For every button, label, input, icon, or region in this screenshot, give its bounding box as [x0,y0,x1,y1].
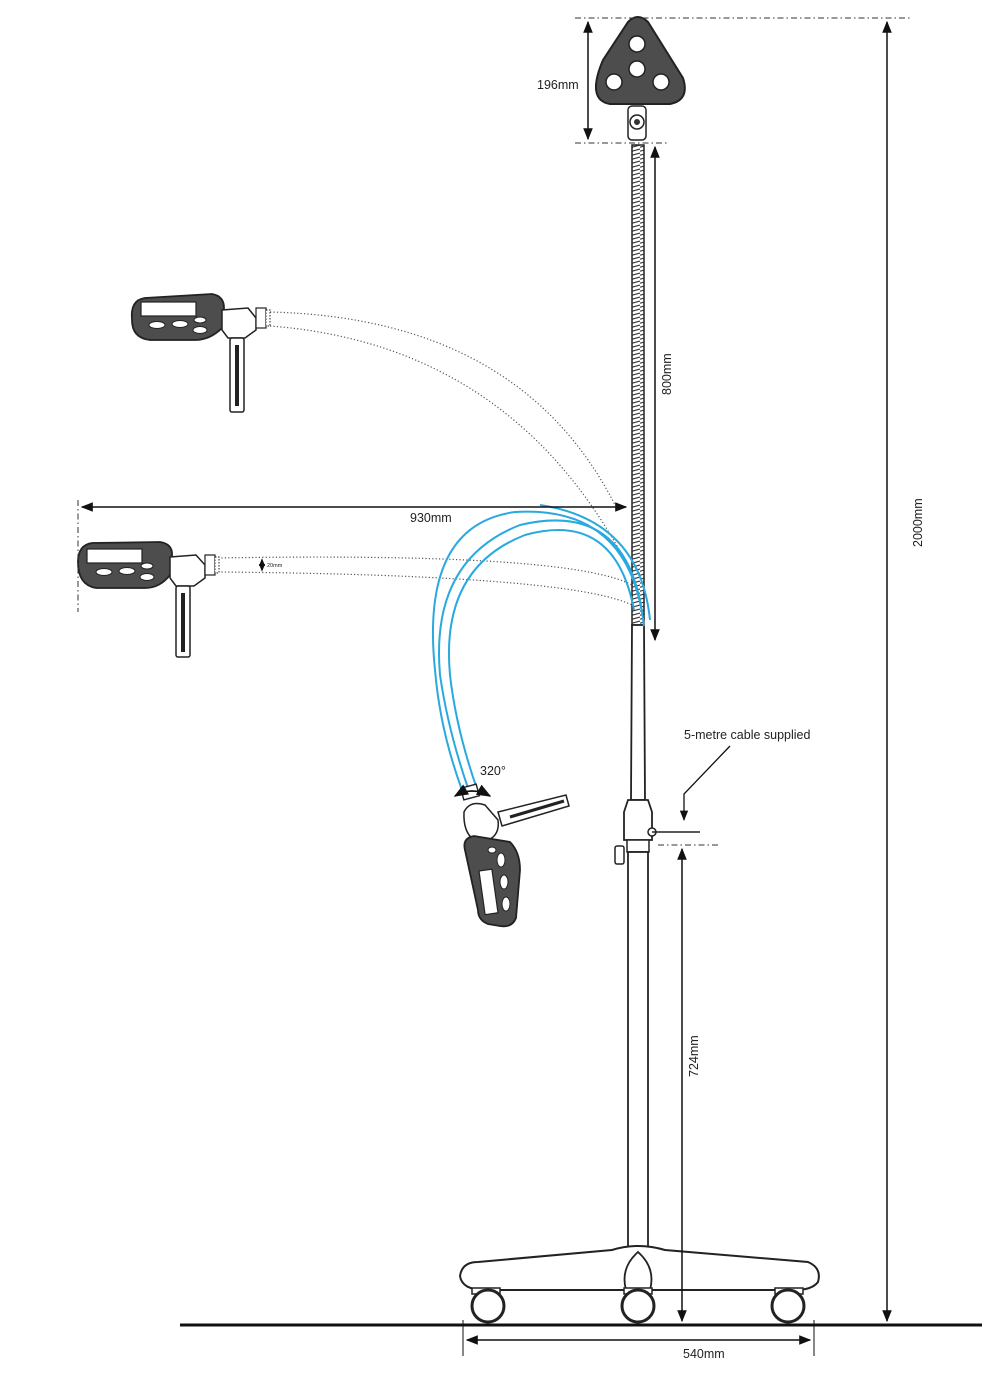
gooseneck [631,144,645,626]
cable-label: 5-metre cable supplied [684,728,811,742]
total-height-label: 2000mm [911,498,925,547]
lamp-head-front-view [595,16,686,141]
base-height-dimension [658,844,720,1323]
head-height-dimension [575,17,910,144]
lamp-head-tilted-position [453,783,570,928]
base-width-dimension [462,1320,815,1356]
reach-dimension [77,500,628,612]
lower-pole [614,799,657,1251]
offset-label: 20mm [267,563,283,569]
head-height-label: 196mm [537,78,579,92]
wheeled-base [458,1245,820,1324]
rotation-label: 320° [480,764,506,778]
swing-paths [217,311,636,606]
lamp-head-raised-position [130,293,271,413]
base-height-label: 724mm [687,1035,701,1077]
upper-pole [630,624,646,801]
gooseneck-bent-highlight [431,504,651,791]
reach-label: 930mm [410,511,452,525]
cable-callout [679,745,731,822]
gooseneck-length-label: 800mm [660,353,674,395]
lamp-head-horizontal-position [77,541,220,658]
base-width-label: 540mm [683,1347,725,1361]
